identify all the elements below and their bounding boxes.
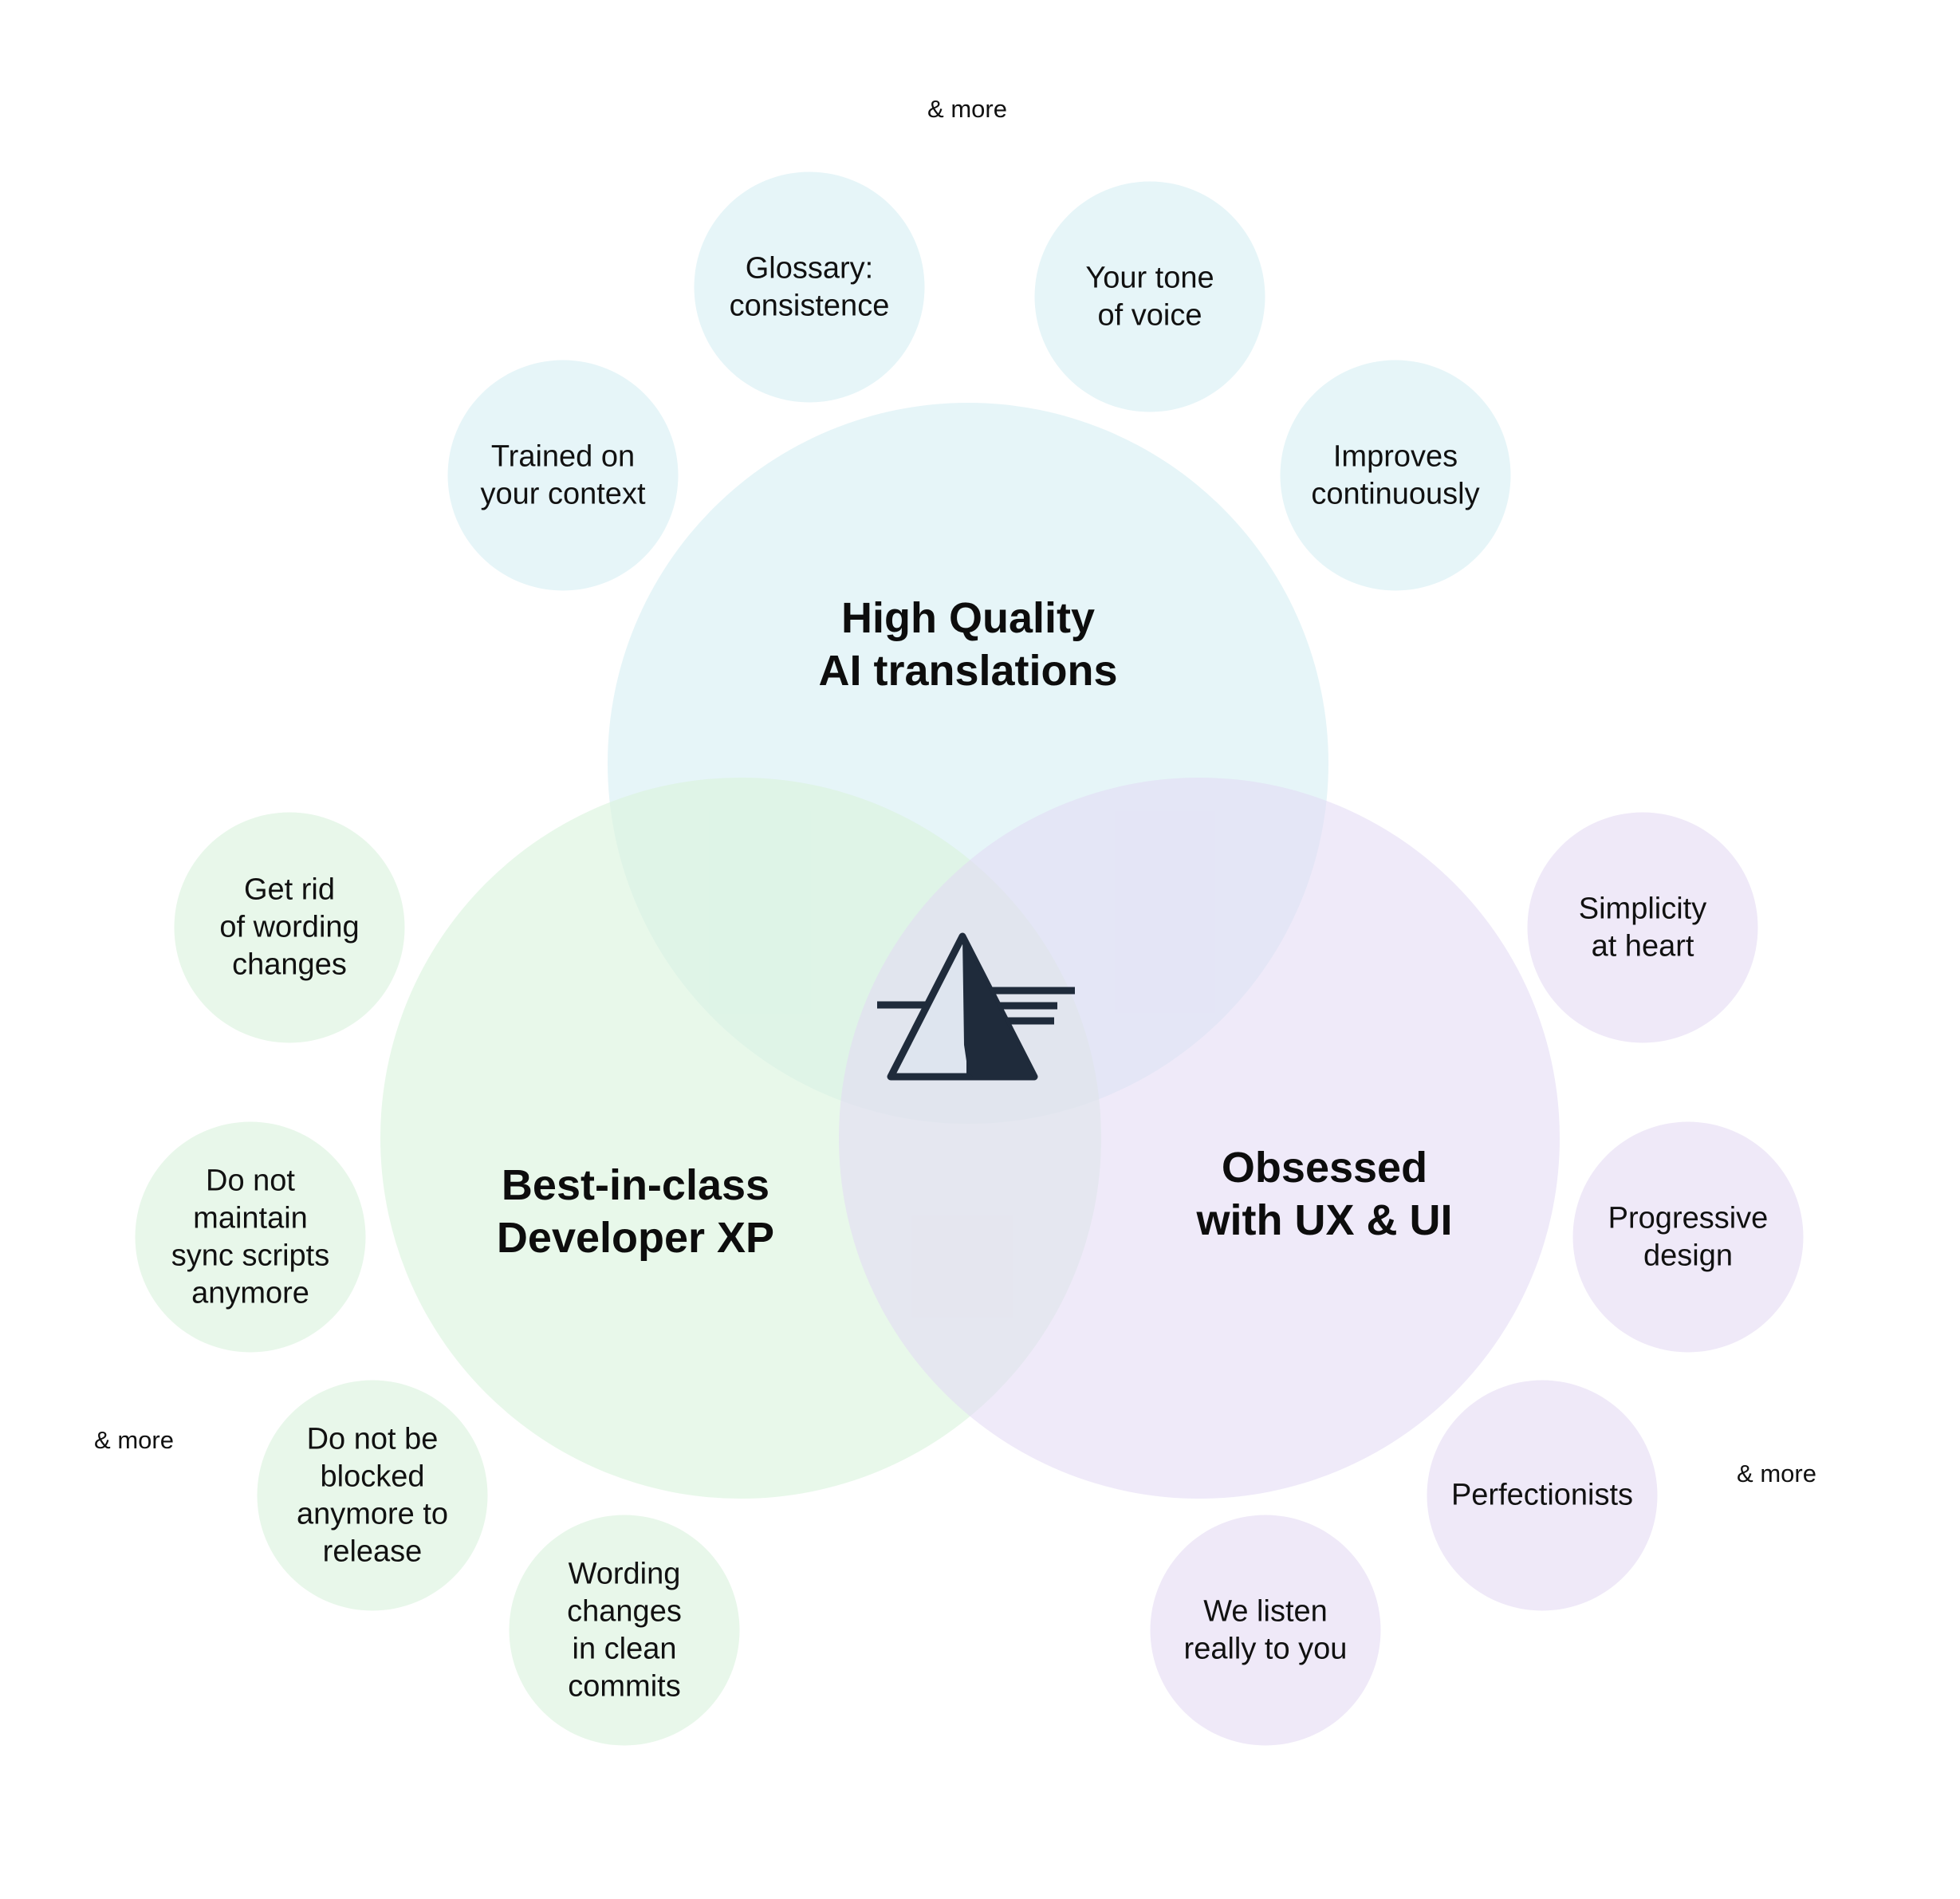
dev-bubble-not-blocked: Do not be blocked anymore to release — [257, 1380, 488, 1611]
bubble-label: Glossary: consistence — [729, 251, 890, 322]
bubble-label: Simplicity at heart — [1578, 892, 1707, 963]
ai-bubble-tone-of-voice: Your tone of voice — [1034, 181, 1265, 412]
bubble-label: Do not be blocked anymore to release — [296, 1422, 449, 1568]
ai-translations-title: High Quality AI translations — [818, 594, 1118, 695]
dev-more-label: & more — [94, 1426, 174, 1454]
bubble-label: Your tone of voice — [1085, 261, 1214, 332]
ux-more-label: & more — [1737, 1460, 1816, 1487]
ai-more-label: & more — [927, 95, 1007, 123]
bubble-label: Progressive design — [1608, 1201, 1769, 1272]
ai-bubble-improves-continuously: Improves continuously — [1280, 360, 1511, 591]
bubble-label: Trained on your context — [480, 439, 646, 510]
ux-bubble-simplicity: Simplicity at heart — [1527, 812, 1758, 1043]
ux-ui-circle — [839, 778, 1560, 1499]
tolgee-prism-logo-icon — [877, 932, 1075, 1081]
ux-bubble-we-listen: We listen really to you — [1150, 1515, 1381, 1746]
bubble-label: Wording changes in clean commits — [567, 1557, 682, 1703]
dev-bubble-clean-commits: Wording changes in clean commits — [509, 1515, 740, 1746]
ux-bubble-progressive-design: Progressive design — [1572, 1121, 1804, 1353]
bubble-label: Improves continuously — [1311, 439, 1480, 510]
dev-bubble-sync-scripts: Do not maintain sync scripts anymore — [135, 1121, 366, 1353]
ux-bubble-perfectionists: Perfectionists — [1427, 1380, 1658, 1611]
ai-bubble-glossary: Glossary: consistence — [694, 171, 925, 403]
dev-bubble-wording-changes: Get rid of wording changes — [174, 812, 405, 1043]
developer-xp-title: Best-in-class Developer XP — [496, 1161, 775, 1262]
ux-ui-title: Obsessed with UX & UI — [1196, 1144, 1453, 1244]
bubble-label: We listen really to you — [1183, 1594, 1348, 1665]
bubble-label: Get rid of wording changes — [219, 873, 360, 982]
bubble-label: Perfectionists — [1450, 1478, 1634, 1512]
bubble-label: Do not maintain sync scripts anymore — [171, 1164, 330, 1310]
ai-bubble-trained-on-context: Trained on your context — [447, 360, 679, 591]
